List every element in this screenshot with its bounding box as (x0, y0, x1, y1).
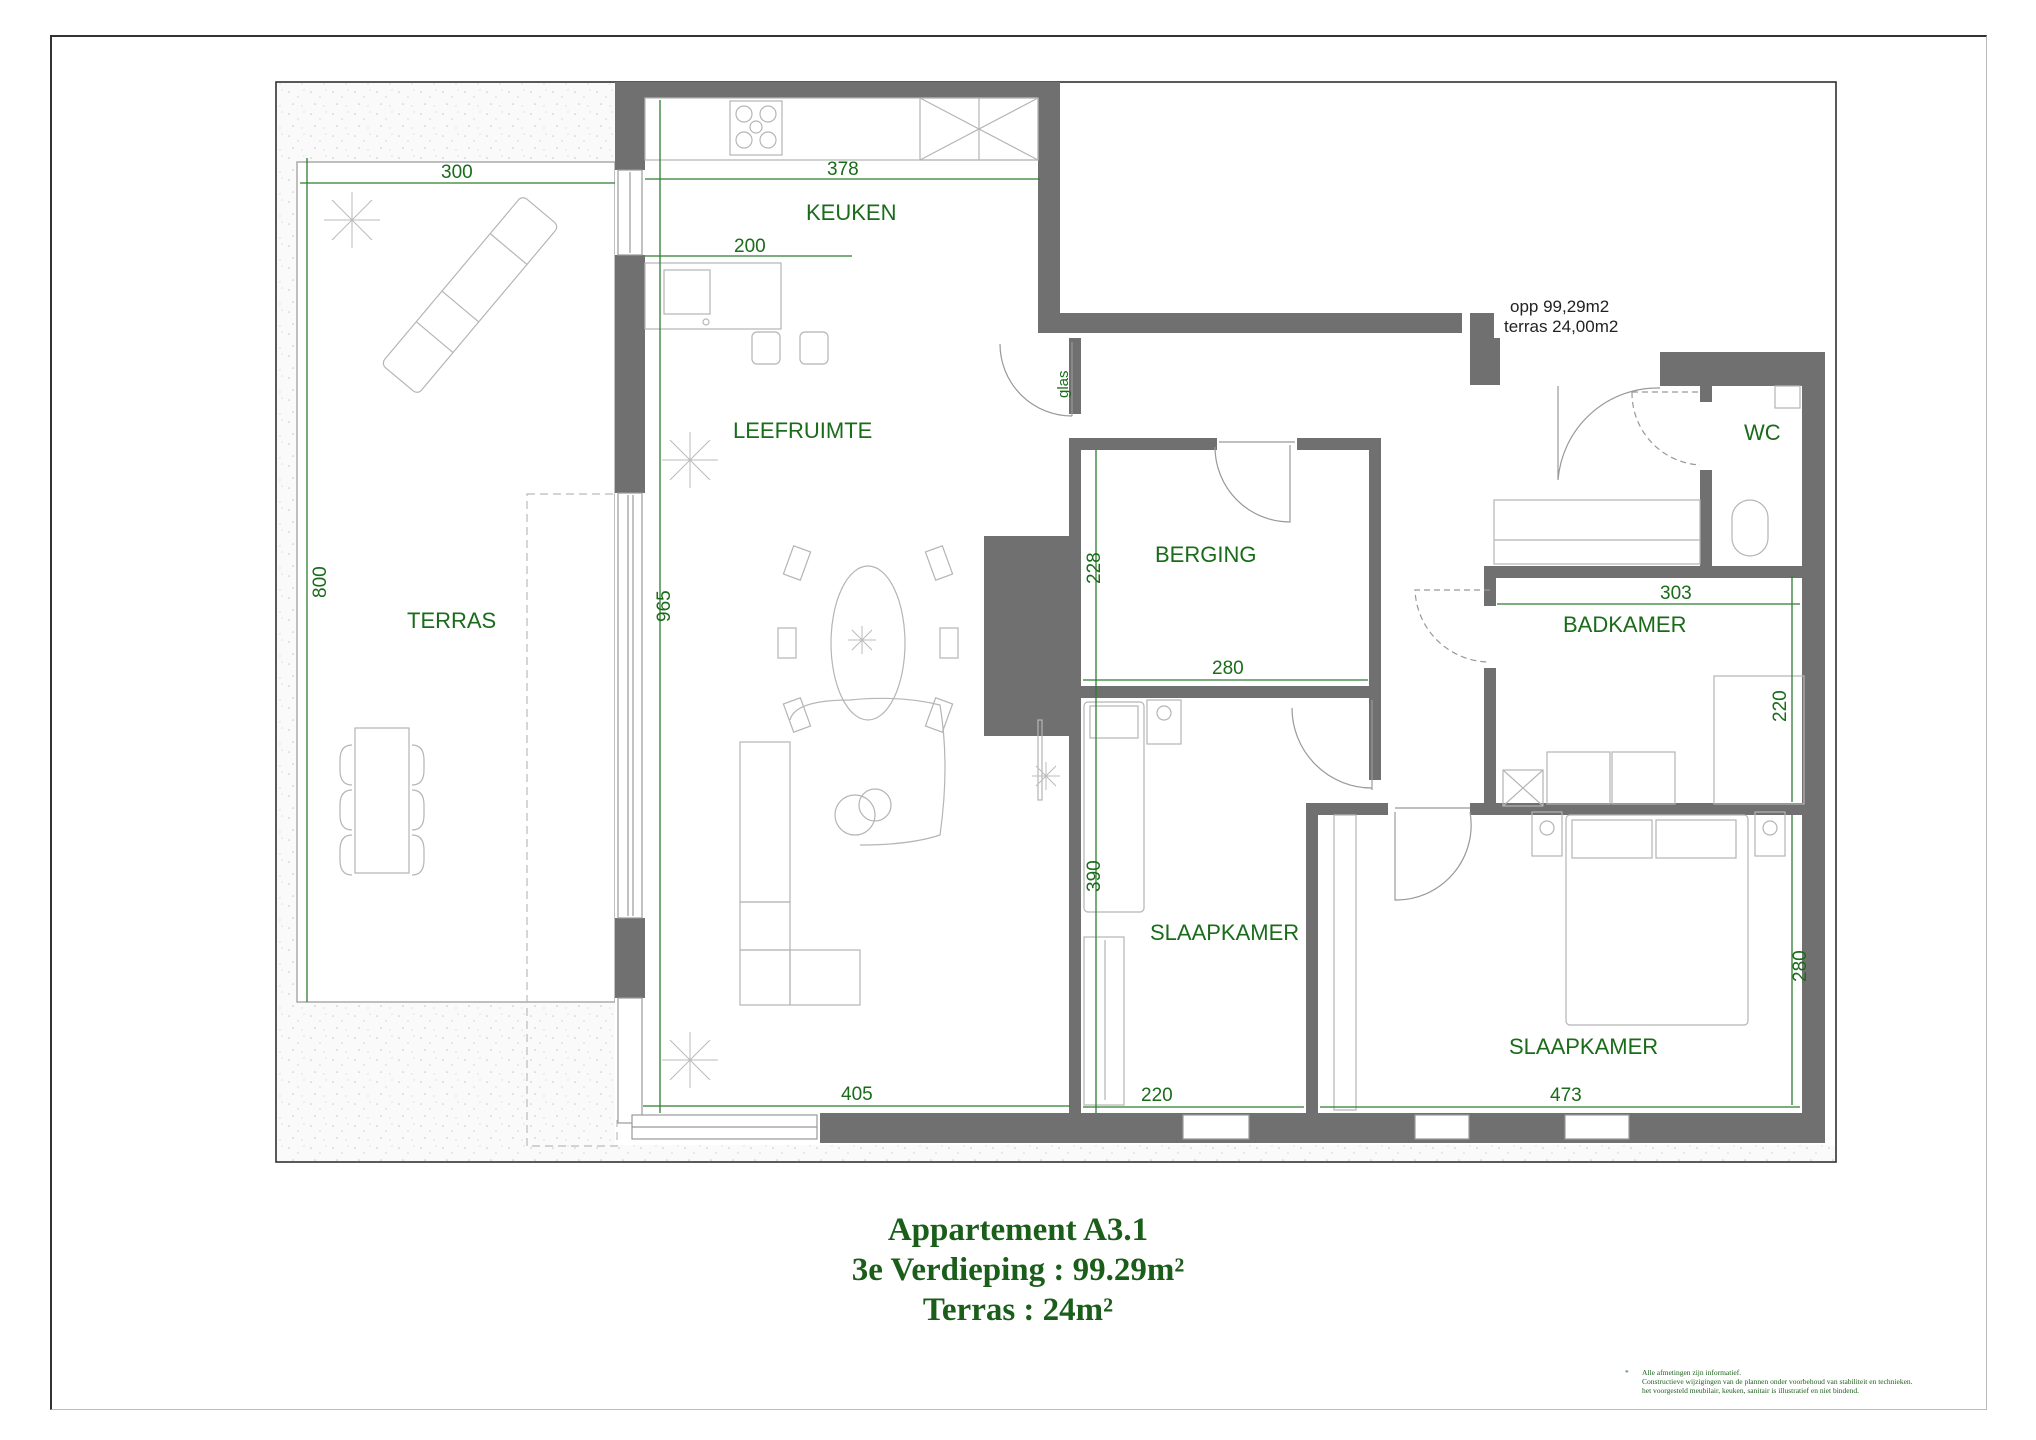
area-note-top: opp 99,29m2 (1510, 297, 1609, 316)
dim-badkamer-height: 220 (1770, 690, 1791, 722)
dim-badkamer-width: 303 (1660, 583, 1692, 604)
windows (617, 169, 1630, 1140)
room-label-badkamer: BADKAMER (1563, 612, 1686, 637)
disclaimer: * Alle afmetingen zijn informatief. Cons… (1625, 1368, 1913, 1395)
terrace-gravel-area (277, 83, 1835, 1161)
dim-leefruimte-length: 965 (654, 590, 675, 622)
room-label-wc: WC (1744, 420, 1781, 445)
dim-island-width: 200 (734, 236, 766, 257)
terrace-area: Terras : 24m² (922, 1292, 1114, 1328)
interior-floor (615, 82, 1824, 1120)
dim-slaapkamer1-height: 390 (1084, 860, 1105, 892)
room-label-keuken: KEUKEN (806, 200, 896, 225)
plant-icons (324, 192, 1060, 1088)
room-label-berging: BERGING (1155, 542, 1256, 567)
kitchen-counter (644, 97, 1039, 365)
room-labels: KEUKEN LEEFRUIMTE TERRAS BERGING WC BADK… (407, 200, 1781, 1059)
room-label-slaapkamer-2: SLAAPKAMER (1509, 1034, 1658, 1059)
dimension-labels: 300 800 378 200 965 405 228 280 303 220 … (310, 159, 1811, 1106)
dim-slaapkamer1-width: 220 (1141, 1085, 1173, 1106)
area-note: terras 24,00m2 (1504, 317, 1618, 336)
room-label-terras: TERRAS (407, 608, 496, 633)
disclaimer-line-3: het voorgesteld meubilair, keuken, sanit… (1642, 1386, 1860, 1395)
dim-terras-width: 300 (441, 162, 473, 183)
living-furniture (739, 545, 1043, 1006)
dim-slaapkamer2-width: 473 (1550, 1085, 1582, 1106)
title-block: Appartement A3.1 3e Verdieping : 99.29m²… (0, 1210, 2036, 1330)
dim-leefruimte-width: 405 (841, 1084, 873, 1105)
sheet-frame (50, 35, 1987, 1410)
dim-keuken-width: 378 (827, 159, 859, 180)
apartment-title: Appartement A3.1 (887, 1212, 1149, 1248)
bedroom-furniture (1083, 385, 1805, 1111)
disclaimer-marker: * (1625, 1368, 1629, 1377)
dim-berging-width: 280 (1212, 658, 1244, 679)
room-label-leefruimte: LEEFRUIMTE (733, 418, 872, 443)
floor-area: 3e Verdieping : 99.29m² (851, 1252, 1185, 1288)
disclaimer-line-2: Constructieve wijzigingen van de plannen… (1642, 1377, 1913, 1386)
glas-label: glas (1055, 370, 1072, 398)
doors (999, 342, 1701, 901)
dim-slaapkamer2-height: 280 (1790, 950, 1811, 982)
room-label-slaapkamer-1: SLAAPKAMER (1150, 920, 1299, 945)
area-note-box: opp 99,29m2 terras 24,00m2 (1494, 297, 1654, 338)
walls (615, 82, 1825, 1143)
terrace-furniture (339, 197, 558, 876)
dim-terras-length: 800 (310, 566, 331, 598)
dimension-lines (300, 100, 1800, 1113)
dim-berging-height: 228 (1084, 552, 1105, 584)
disclaimer-line-1: Alle afmetingen zijn informatief. (1642, 1368, 1742, 1377)
